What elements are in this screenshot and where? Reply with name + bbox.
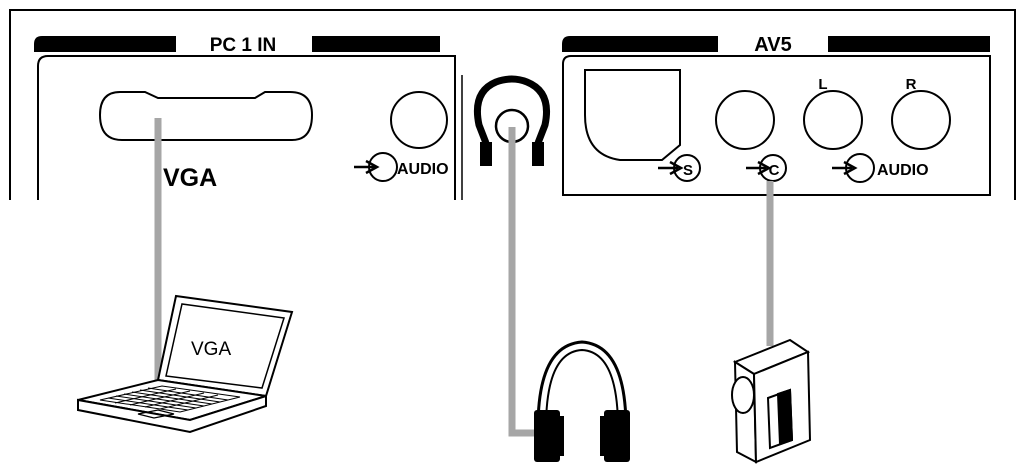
audio-l-jack[interactable]	[803, 90, 863, 150]
pc-in-frame	[37, 55, 456, 200]
s-label-ring	[673, 154, 701, 182]
r-label: R	[906, 76, 917, 93]
l-label: L	[818, 76, 827, 93]
laptop-screen-inner	[165, 303, 285, 389]
laptop-base-front	[77, 394, 267, 434]
av5-header-bar-left	[562, 36, 718, 52]
headphones-icon	[534, 340, 630, 462]
headphones-cup-right	[604, 410, 630, 462]
laptop-keyboard	[99, 385, 241, 413]
av-audio-arrow-icon	[843, 160, 858, 176]
headphone-cable	[508, 127, 538, 437]
pc-audio-label: AUDIO	[397, 161, 449, 178]
headphone-jack-cup-right	[532, 142, 544, 166]
pc-audio-ring	[368, 152, 398, 182]
c-label: C	[769, 162, 780, 179]
camcorder-side-panel-inner	[776, 388, 794, 446]
camcorder-lens	[731, 376, 755, 414]
av-audio-label: AUDIO	[877, 162, 929, 179]
pc-in-header-bar-right	[312, 36, 440, 52]
tv-rear-outline	[9, 9, 1016, 200]
headphones-band-outer	[536, 340, 628, 429]
pc-in-title: PC 1 IN	[210, 35, 277, 56]
cables	[154, 118, 774, 437]
laptop-screen-label: VGA	[191, 339, 231, 360]
headphone-jack-cup-left	[480, 142, 492, 166]
vga-port[interactable]	[98, 91, 314, 141]
audio-r-jack[interactable]	[891, 90, 951, 150]
headphones-pad-left	[558, 416, 564, 456]
laptop-touchpad	[137, 409, 175, 419]
av-audio-ring	[845, 153, 875, 183]
composite-jack[interactable]	[715, 90, 775, 150]
headphones-cup-left	[534, 410, 560, 462]
laptop-icon: VGA	[77, 294, 294, 434]
vga-port-label: VGA	[163, 164, 217, 192]
pc-audio-jack[interactable]	[390, 91, 448, 149]
s-label: S	[683, 162, 693, 179]
pc-in-panel: PC 1 IN VGA AUDIO	[34, 35, 463, 200]
pc-in-header-bar-left	[34, 36, 176, 52]
av5-title: AV5	[754, 34, 791, 56]
av5-frame	[562, 55, 991, 196]
headphone-jack-band	[473, 75, 550, 145]
c-arrow-icon	[757, 160, 772, 176]
headphones-band-inner	[545, 348, 619, 429]
av5-header-bar-right	[828, 36, 990, 52]
headphones-pad-right	[600, 416, 606, 456]
s-video-port[interactable]	[584, 69, 681, 161]
av5-panel: AV5 S C L R AUDIO	[562, 34, 991, 196]
camcorder-icon	[731, 338, 812, 464]
